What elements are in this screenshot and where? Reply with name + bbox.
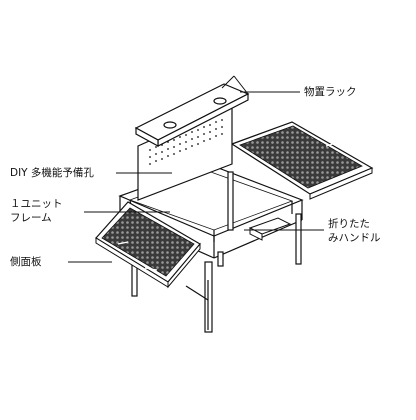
label-side-panel: 側面板 <box>10 256 42 268</box>
label-unit-frame-line1: １ユニット <box>10 198 63 210</box>
label-storage-rack: 物置ラック <box>304 86 357 98</box>
leader-lines <box>68 91 324 263</box>
diy-hole-grid <box>149 119 223 165</box>
table-legs <box>131 171 302 333</box>
right-side-panel <box>230 121 374 200</box>
label-diy-holes: DIY 多機能予備孔 <box>10 167 94 179</box>
label-folding-handle-line2: みハンドル <box>328 232 381 244</box>
label-unit-frame-line2: フレーム <box>10 212 52 224</box>
label-folding-handle-line1: 折りたた <box>328 218 370 230</box>
storage-rack <box>134 75 250 201</box>
folding-handle <box>248 217 292 241</box>
left-side-panel <box>95 201 201 289</box>
